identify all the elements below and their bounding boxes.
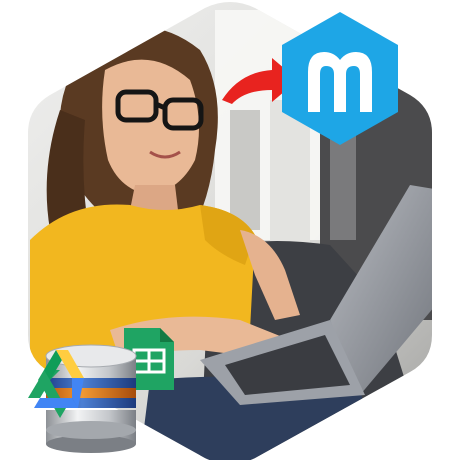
database-icon [45, 344, 137, 453]
google-drive-icon [28, 350, 84, 418]
google-sheets-icon [124, 328, 174, 390]
arrow-icon [222, 58, 298, 104]
m-logo-icon [282, 12, 398, 145]
